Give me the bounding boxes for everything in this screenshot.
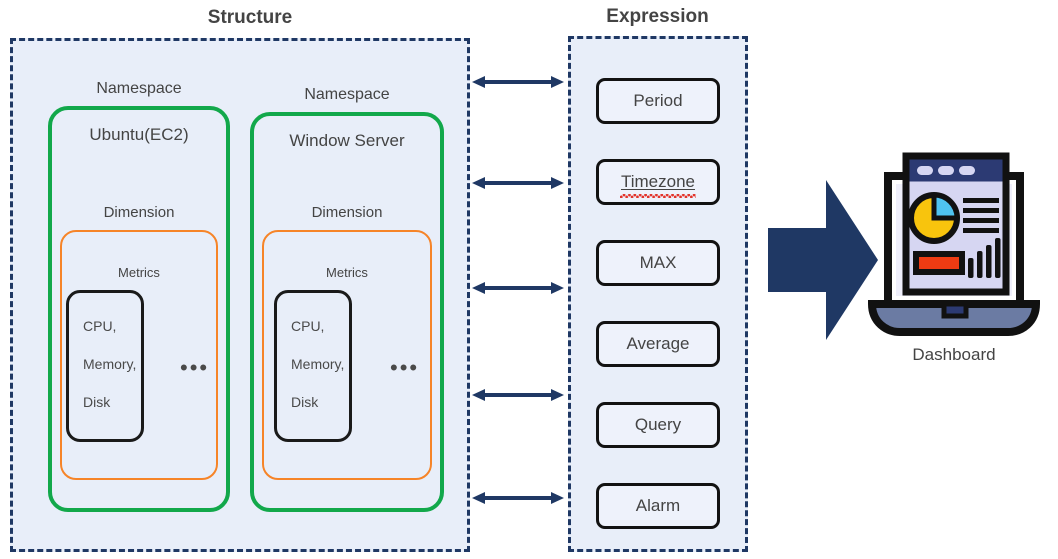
expression-item-label: Timezone	[619, 172, 697, 198]
connector-arrow-3	[472, 279, 564, 297]
namespace-box-1	[48, 106, 230, 512]
structure-panel	[10, 38, 470, 552]
namespace-group-ubuntu: Namespace Ubuntu(EC2) Dimension Metrics …	[48, 80, 230, 512]
double-arrow-icon	[472, 389, 564, 401]
expression-panel-title: Expression	[606, 6, 709, 27]
dimension-box-1	[60, 230, 218, 480]
metric-item: Disk	[291, 394, 319, 410]
connector-arrow-4	[472, 386, 564, 404]
namespace-label-1: Namespace	[96, 80, 182, 97]
namespace-group-window-server: Namespace Window Server Dimension Metric…	[250, 86, 444, 512]
double-arrow-icon	[472, 492, 564, 504]
expression-item-max[interactable]: MAX	[596, 240, 720, 286]
metric-item: CPU,	[291, 318, 325, 334]
dimension-label-1: Dimension	[103, 204, 175, 221]
dashboard-caption: Dashboard	[912, 345, 996, 364]
dimension-label-2: Dimension	[311, 204, 383, 221]
metric-item: Memory,	[83, 356, 137, 372]
right-arrow-icon	[768, 180, 878, 340]
expression-item-label: Alarm	[635, 496, 681, 515]
metric-item: CPU,	[83, 318, 117, 334]
expression-item-label: Query	[634, 415, 682, 434]
metrics-more-ellipsis-1: •••	[180, 355, 210, 380]
namespace-name-window-server: Window Server	[289, 131, 405, 150]
expression-item-label: Average	[626, 334, 690, 353]
namespace-box-2	[250, 112, 444, 512]
expression-item-label: Period	[633, 91, 683, 110]
dashboard-laptop-illustration	[862, 150, 1046, 340]
double-arrow-icon	[472, 282, 564, 294]
metric-item: Memory,	[291, 356, 345, 372]
connector-arrow-2	[472, 174, 564, 192]
connector-arrow-1	[472, 73, 564, 91]
metrics-label-2: Metrics	[326, 265, 368, 280]
expression-item-period[interactable]: Period	[596, 78, 720, 124]
metrics-box-2: CPU, Memory, Disk	[274, 290, 352, 442]
namespace-label-2: Namespace	[304, 86, 390, 103]
connector-arrow-5	[472, 489, 564, 507]
expression-item-label: MAX	[639, 253, 677, 272]
expression-item-alarm[interactable]: Alarm	[596, 483, 720, 529]
metrics-box-1: CPU, Memory, Disk	[66, 290, 144, 442]
expression-item-average[interactable]: Average	[596, 321, 720, 367]
expression-item-query[interactable]: Query	[596, 402, 720, 448]
structure-panel-title: Structure	[207, 7, 293, 28]
expression-item-timezone[interactable]: Timezone	[596, 159, 720, 205]
namespace-name-ubuntu: Ubuntu(EC2)	[89, 125, 189, 144]
laptop-dashboard-icon	[867, 152, 1041, 336]
dimension-box-2	[262, 230, 432, 480]
double-arrow-icon	[472, 177, 564, 189]
double-arrow-icon	[472, 76, 564, 88]
metrics-more-ellipsis-2: •••	[390, 355, 420, 380]
metric-item: Disk	[83, 394, 111, 410]
flow-arrow-right	[768, 180, 878, 340]
metrics-label-1: Metrics	[118, 265, 160, 280]
